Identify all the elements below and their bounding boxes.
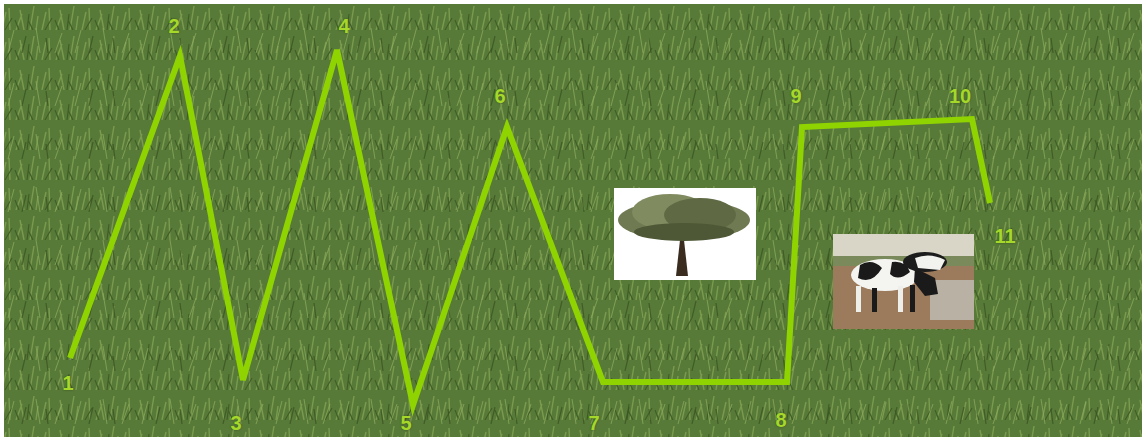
- callout-number: 6: [494, 86, 505, 106]
- callout-number: 10: [949, 86, 971, 106]
- callout-number: 1: [62, 373, 73, 393]
- callout-number: 2: [168, 16, 179, 36]
- callout-number: 9: [790, 86, 801, 106]
- callout-number: 11: [994, 226, 1015, 246]
- callout-number: 8: [775, 410, 786, 430]
- callout-number: 7: [588, 413, 599, 433]
- callout-number: 5: [400, 413, 411, 433]
- cows-picture: [833, 234, 974, 329]
- callout-number: 3: [230, 413, 241, 433]
- callout-number: 4: [338, 16, 349, 36]
- tree-picture: [614, 188, 756, 280]
